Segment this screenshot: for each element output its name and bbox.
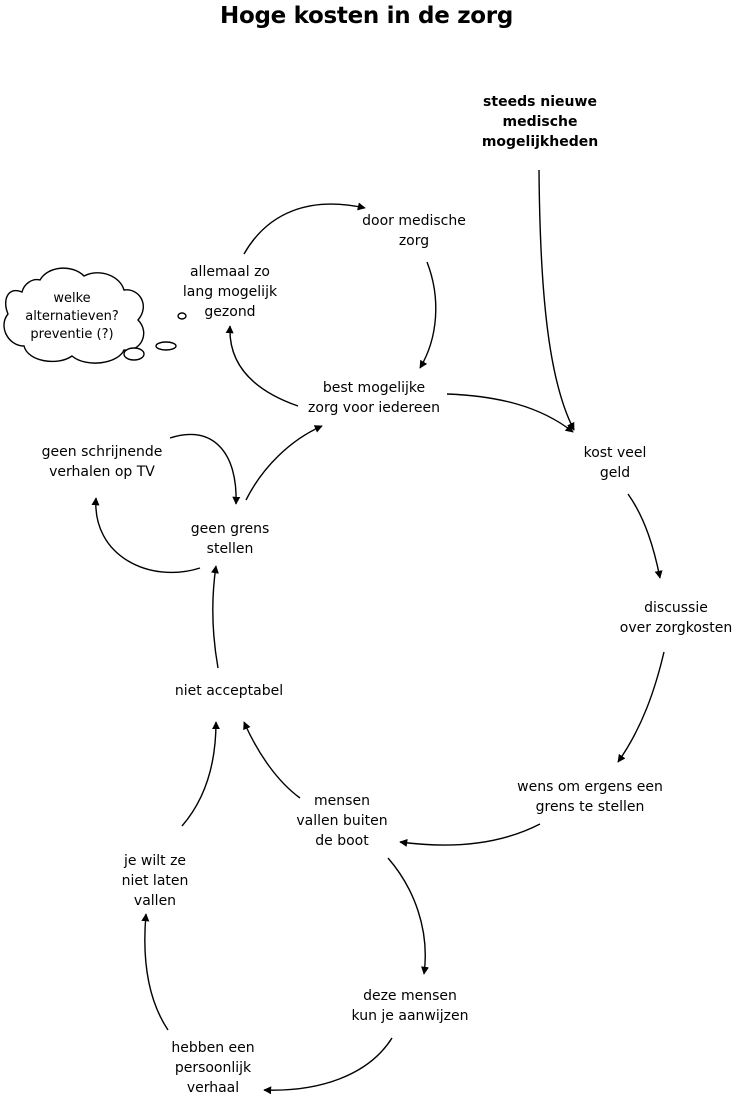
edge-discussie-to-wens [617,651,665,763]
node-niet-acceptabel: niet acceptabel [174,683,284,699]
edge-best-mogelijke-to-allemaal [225,325,299,407]
node-je-wilt-ze-niet-laten-vallen: je wilt ze niet laten vallen [121,853,189,909]
edge-steeds-nieuwe-to-kost-veel [538,169,575,431]
node-geen-grens-stellen: geen grens stellen [190,521,270,557]
diagram-title: Hoge kosten in de zorg [220,3,513,29]
edge-mensen-vallen-to-niet-acceptabel [243,721,301,799]
thought-cloud [3,267,187,364]
node-discussie-over-zorgkosten: discussie over zorgkosten [619,600,733,636]
edge-best-mogelijke-to-kost-veel [446,393,574,433]
edge-hebben-een-to-je-wilt [141,913,169,1031]
edge-niet-acceptabel-to-geen-grens [210,565,219,669]
node-deze-mensen-kun-je-aanwijzen: deze mensen kun je aanwijzen [351,988,469,1024]
edge-wens-to-mensen-vallen [399,823,541,847]
node-mensen-vallen-buiten-de-boot: mensen vallen buiten de boot [296,793,388,849]
node-steeds-nieuwe-mogelijkheden: steeds nieuwe medische mogelijkheden [481,94,599,150]
edge-allemaal-to-door-medische [243,202,366,255]
node-door-medische-zorg: door medische zorg [362,213,466,249]
edge-geen-schrijnende-to-geen-grens [169,433,241,505]
edge-kost-veel-to-discussie [627,493,663,579]
node-welke-alternatieven: welke alternatieven? preventie (?) [25,291,119,342]
node-best-mogelijke-zorg: best mogelijke zorg voor iedereen [308,380,440,416]
node-kost-veel-geld: kost veel geld [583,445,647,481]
edge-je-wilt-to-niet-acceptabel [181,721,220,827]
edge-geen-grens-to-geen-schrijnende [91,497,201,574]
node-hebben-een-persoonlijk-verhaal: hebben een persoonlijk verhaal [171,1040,255,1096]
edge-mensen-vallen-to-deze-mensen [387,857,429,975]
node-wens-grens-stellen: wens om ergens een grens te stellen [517,779,663,815]
node-geen-schrijnende-verhalen: geen schrijnende verhalen op TV [41,444,163,480]
edge-deze-mensen-to-hebben-een [263,1037,393,1095]
node-allemaal-zo-lang-mogelijk-gezond: allemaal zo lang mogelijk gezond [182,264,278,320]
edge-door-medische-to-best-mogelijke [419,261,437,369]
edge-geen-grens-to-best-mogelijke [245,425,323,501]
